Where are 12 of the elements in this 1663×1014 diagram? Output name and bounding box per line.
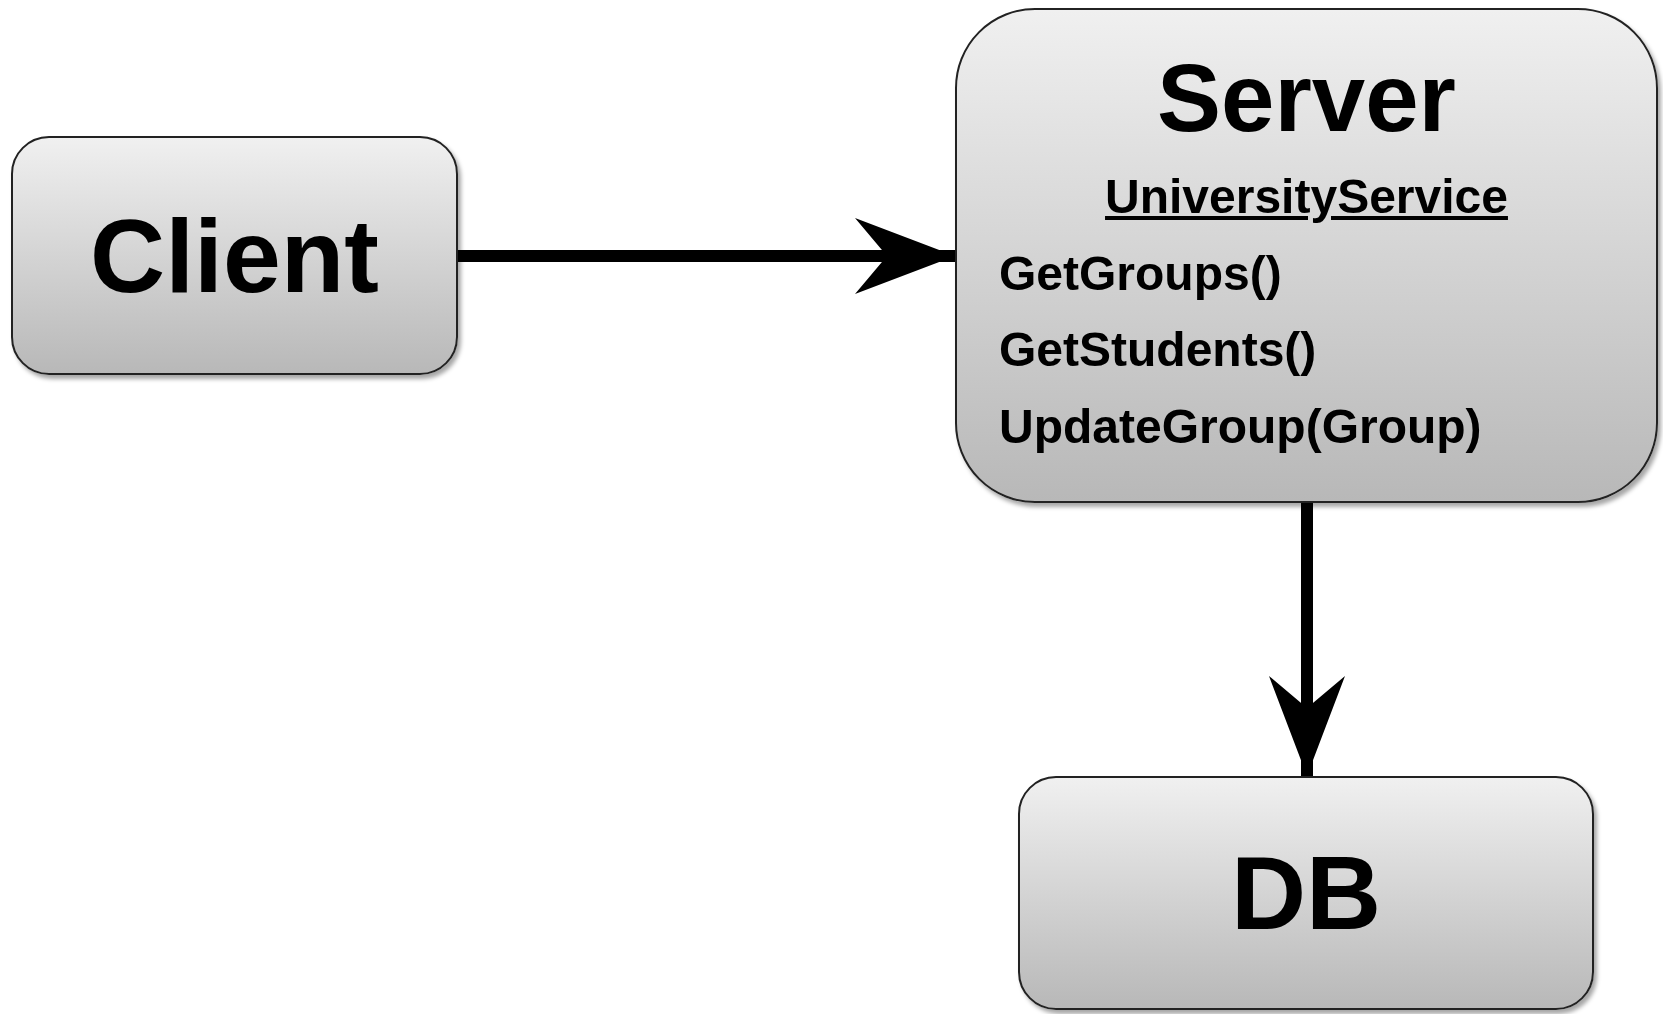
client-box bbox=[11, 136, 458, 375]
database-box bbox=[1018, 776, 1594, 1010]
method-name: GetStudents() bbox=[999, 322, 1317, 379]
method-name: GetGroups() bbox=[999, 245, 1282, 302]
arrow bbox=[1269, 503, 1345, 776]
arrow bbox=[458, 218, 955, 294]
server-box bbox=[955, 8, 1658, 503]
service-name: UniversityService bbox=[1105, 169, 1508, 225]
method-name: UpdateGroup(Group) bbox=[999, 398, 1482, 455]
node-title: DB bbox=[1230, 841, 1382, 945]
node-title: Client bbox=[90, 203, 379, 308]
node-title: Server bbox=[1157, 50, 1456, 146]
